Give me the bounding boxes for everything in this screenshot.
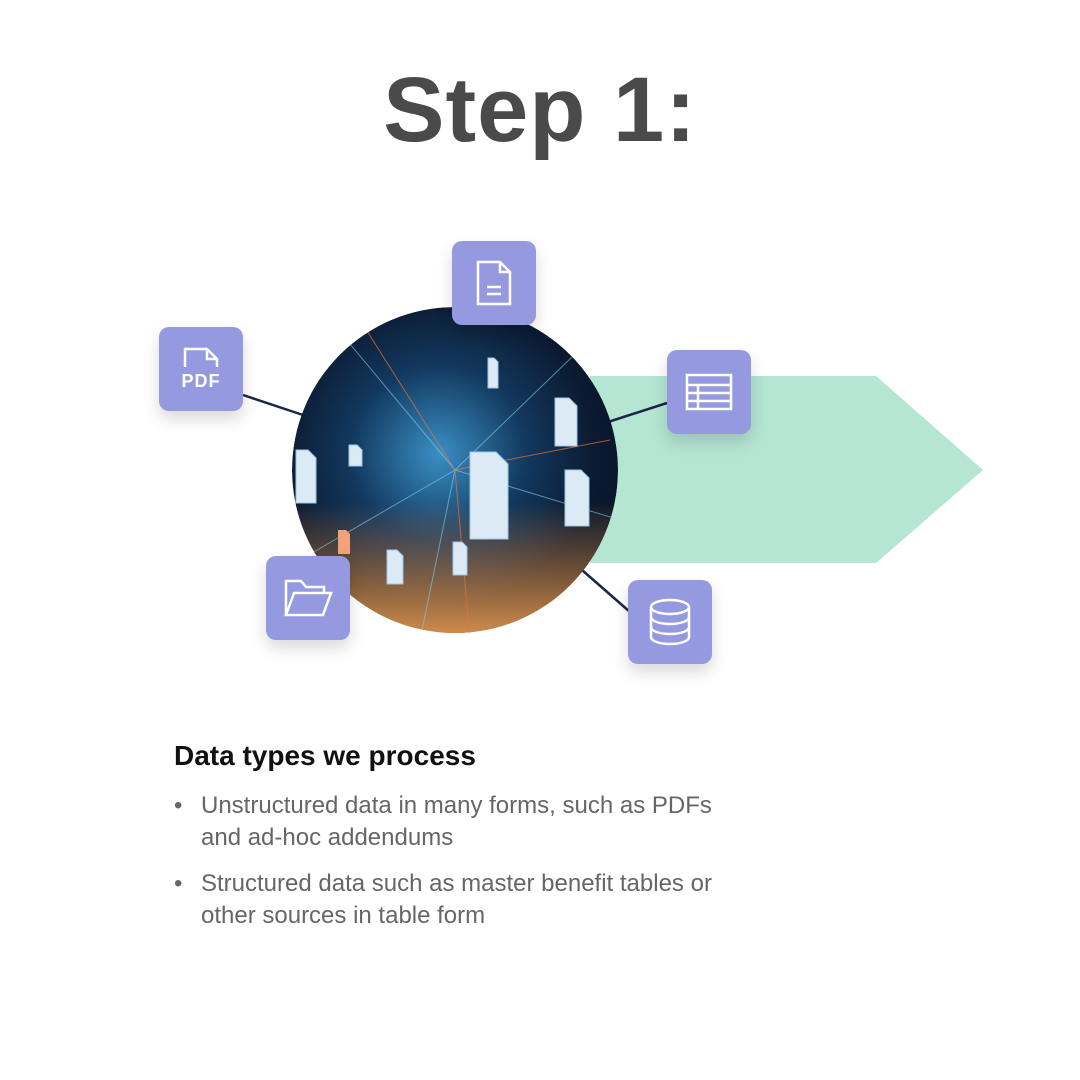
connector-lines: [242, 393, 668, 613]
bullet-icon: •: [174, 792, 183, 819]
list-item: • Structured data such as master benefit …: [174, 868, 734, 932]
page-title: Step 1:: [383, 59, 697, 161]
pdf-icon: [183, 347, 219, 367]
bullet-icon: •: [174, 870, 183, 897]
section-heading: Data types we process: [174, 740, 476, 771]
list-item-text: Unstructured data in many forms, such as…: [201, 792, 712, 851]
table-icon: [685, 373, 733, 411]
folder-icon: [284, 579, 333, 617]
list-item: • Unstructured data in many forms, such a…: [174, 790, 734, 854]
table-icon-box: [667, 350, 751, 434]
data-types-list: • Unstructured data in many forms, such a…: [174, 790, 734, 946]
database-icon-box: [628, 580, 712, 664]
pdf-label: PDF: [181, 370, 221, 391]
folder-icon-box: [266, 556, 350, 640]
list-item-text: Structured data such as master benefit t…: [201, 870, 712, 929]
pdf-icon-box: PDF: [159, 327, 243, 411]
document-icon-box: [452, 241, 536, 325]
database-icon: [649, 598, 691, 646]
arrow-shape: [590, 376, 983, 563]
document-icon: [476, 260, 512, 306]
